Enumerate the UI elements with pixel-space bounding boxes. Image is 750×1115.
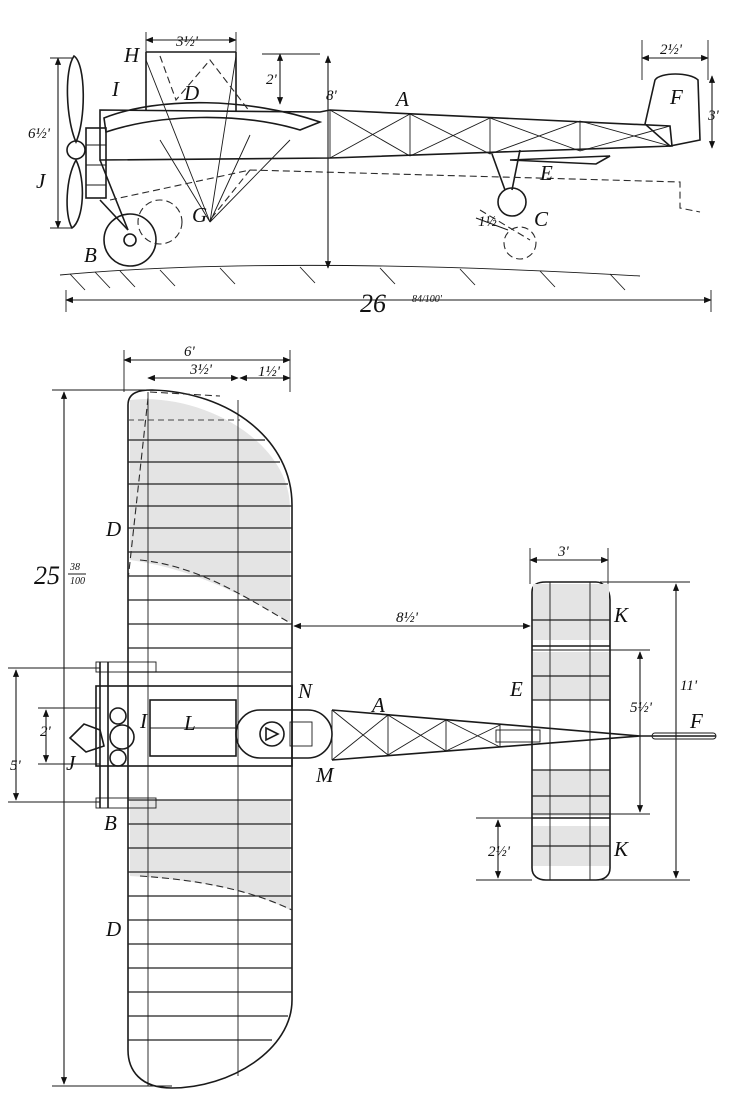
label-A: A (370, 693, 385, 717)
dim-pylon-width: 3½' (175, 34, 199, 50)
label-K-top: K (613, 603, 629, 627)
label-A: A (394, 87, 409, 111)
propeller-blade-top (66, 54, 85, 144)
dim-elevator-fixed: 5½' (630, 700, 653, 716)
propeller-plan (68, 723, 105, 753)
wing-ribs (128, 439, 292, 1041)
elevator-section (509, 155, 611, 165)
label-L: L (183, 711, 196, 735)
propeller-blade-bottom (66, 158, 84, 230)
dim-rudder-width: 2½' (660, 42, 683, 58)
dim-pylon-height: 2' (266, 72, 278, 88)
label-B: B (84, 243, 97, 267)
dim-overall-length-frac: 84/100' (412, 294, 443, 305)
label-E: E (539, 161, 553, 185)
steering-wheel (259, 721, 285, 747)
ground-hatch (69, 266, 626, 291)
dim-wing-chord: 6' (184, 344, 196, 360)
label-G: G (192, 203, 207, 227)
label-K-bottom: K (613, 837, 629, 861)
label-I: I (139, 709, 148, 733)
tail-wheel (497, 187, 527, 217)
dim-overall-length: 26 (360, 289, 386, 318)
fuselage-side (99, 109, 673, 161)
wing-section (103, 101, 323, 134)
dim-span-frac-top: 38 (69, 562, 80, 573)
label-C: C (534, 207, 549, 231)
fuselage-tail (331, 709, 641, 761)
dim-fuselage-outer: 5' (10, 758, 22, 774)
fuselage-bracing (329, 109, 671, 159)
tailplane (531, 581, 611, 881)
label-H: H (123, 43, 141, 67)
dim-prop-diameter: 6½' (28, 126, 51, 142)
seat (289, 721, 313, 747)
dim-span-frac-bottom: 100 (70, 576, 85, 587)
landing-wires (145, 55, 291, 223)
label-M: M (315, 763, 335, 787)
label-D-top: D (105, 517, 121, 541)
label-N: N (297, 679, 313, 703)
propeller-hub (66, 140, 86, 160)
label-D: D (183, 81, 199, 105)
dim-overall-height: 8' (326, 88, 338, 104)
label-I: I (111, 77, 120, 101)
rudder (644, 73, 701, 147)
dim-elevator-tip: 2½' (488, 844, 511, 860)
label-D-bottom: D (105, 917, 121, 941)
label-E: E (509, 677, 523, 701)
engine-rotary (109, 724, 135, 750)
main-wheel (103, 213, 157, 267)
dim-chord-front: 3½' (189, 362, 213, 378)
label-J: J (66, 751, 77, 775)
dim-tailwheel: 1½ (478, 214, 497, 230)
dim-tail-span: 11' (680, 678, 698, 694)
dim-chord-rear: 1½' (258, 364, 281, 380)
ground-line (59, 264, 641, 277)
side-view: 3½' 2' 8' 6½' 2½' 3' 1½ 26 84/100' H I D… (28, 32, 720, 318)
engine (85, 127, 107, 199)
label-F: F (669, 85, 683, 109)
label-B: B (104, 811, 117, 835)
plan-view: 6' 3½' 1½' 25 38 100 8½' 3' 11' 5½' (8, 344, 717, 1089)
label-F: F (689, 709, 703, 733)
label-J: J (36, 169, 47, 193)
dim-gap: 8½' (396, 610, 419, 626)
dim-span: 25 (34, 561, 60, 590)
dim-rudder-height: 3' (707, 108, 720, 124)
fuselage-front (95, 685, 293, 767)
dim-tail-chord: 3' (557, 544, 570, 560)
dim-fuselage-inner: 2' (40, 724, 52, 740)
